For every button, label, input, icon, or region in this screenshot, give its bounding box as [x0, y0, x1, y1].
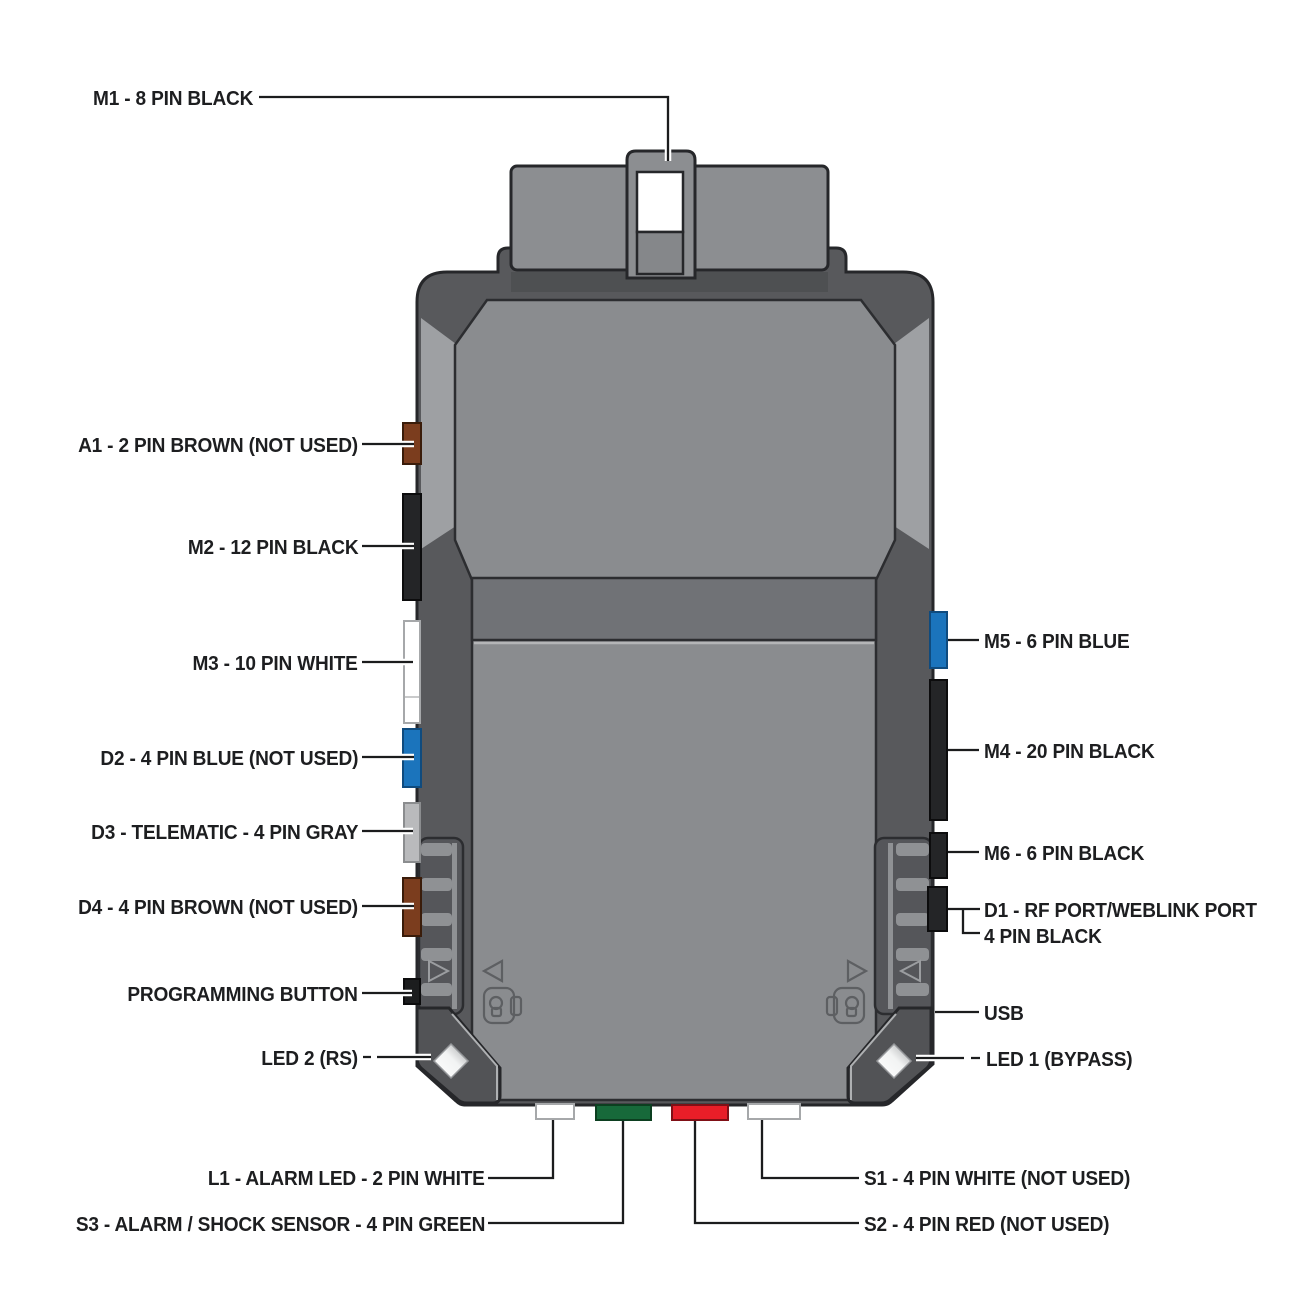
connector-m6	[929, 832, 948, 879]
rib	[421, 913, 452, 926]
label-s2: S2 - 4 PIN RED (NOT USED)	[864, 1213, 1110, 1236]
corner-accent-line	[850, 1013, 897, 1100]
rib-rail	[452, 843, 457, 1009]
label-d2: D2 - 4 PIN BLUE (NOT USED)	[100, 747, 358, 770]
leader-line-m1	[259, 93, 672, 161]
corner-cap-right	[846, 1006, 933, 1105]
rib	[896, 878, 929, 891]
rib	[896, 843, 929, 856]
connector-m1-latch	[635, 230, 685, 276]
rib	[421, 983, 452, 996]
label-m4: M4 - 20 PIN BLACK	[984, 740, 1155, 763]
leader-line-s3	[488, 1121, 627, 1227]
rib	[421, 878, 452, 891]
label-m2: M2 - 12 PIN BLACK	[187, 536, 358, 559]
corner-cap-left	[415, 1006, 502, 1105]
top-connector-shadow	[511, 272, 828, 292]
leader-line-d1	[948, 905, 980, 937]
label-m3: M3 - 10 PIN WHITE	[192, 652, 358, 675]
label-led1: LED 1 (BYPASS)	[986, 1048, 1133, 1071]
label-d4: D4 - 4 PIN BROWN (NOT USED)	[78, 896, 358, 919]
led2-indicator	[432, 1042, 470, 1080]
connector-m4	[929, 679, 948, 821]
label-s1: S1 - 4 PIN WHITE (NOT USED)	[864, 1167, 1131, 1190]
label-usb: USB	[984, 1002, 1024, 1025]
grip-ribs-left	[417, 836, 465, 1016]
connector-s2	[671, 1104, 729, 1121]
arrow-icon-face-left	[481, 959, 504, 983]
label-a1: A1 - 2 PIN BROWN (NOT USED)	[78, 434, 358, 457]
label-l1: L1 - ALARM LED - 2 PIN WHITE	[208, 1167, 485, 1190]
connector-m1-window	[635, 170, 685, 234]
leader-line-s1	[758, 1120, 859, 1182]
body-wedge-right	[894, 318, 929, 549]
rib	[896, 948, 929, 961]
arrow-icon-face-right	[846, 959, 869, 983]
connector-s1	[747, 1103, 801, 1120]
corner-accent-line	[451, 1013, 498, 1100]
label-led2: LED 2 (RS)	[261, 1047, 358, 1070]
leader-line-s2	[691, 1121, 859, 1227]
arrow-icon-left-grip	[428, 959, 451, 983]
label-d3: D3 - TELEMATIC - 4 PIN GRAY	[90, 821, 358, 844]
label-m1: M1 - 8 PIN BLACK	[92, 87, 253, 110]
rib	[896, 983, 929, 996]
label-m6: M6 - 6 PIN BLACK	[984, 842, 1145, 865]
module-label-recess	[470, 576, 878, 642]
label-d1-line1: D1 - RF PORT/WEBLINK PORT	[984, 899, 1257, 922]
label-programming-button: PROGRAMMING BUTTON	[127, 983, 359, 1006]
rib	[421, 948, 452, 961]
connector-m3	[403, 620, 421, 724]
grip-ribs-right	[873, 836, 934, 1016]
lock-icon-right	[825, 986, 866, 1025]
label-s3: S3 - ALARM / SHOCK SENSOR - 4 PIN GREEN	[75, 1213, 486, 1236]
led1-indicator	[875, 1042, 913, 1080]
label-d1-line2: 4 PIN BLACK	[984, 925, 1102, 948]
rib	[896, 913, 929, 926]
connector-s3	[595, 1104, 652, 1121]
leader-line-l1	[488, 1120, 557, 1182]
module-face-panel	[453, 298, 897, 1102]
connector-d1	[927, 886, 948, 932]
connector-l1	[535, 1103, 575, 1120]
body-wedge-left	[421, 318, 456, 549]
rib-rail	[888, 843, 893, 1009]
arrow-icon-right-grip	[898, 959, 921, 983]
label-m5: M5 - 6 PIN BLUE	[984, 630, 1130, 653]
lock-icon-left	[482, 986, 523, 1025]
rib	[421, 843, 452, 856]
connector-m5	[929, 611, 948, 669]
